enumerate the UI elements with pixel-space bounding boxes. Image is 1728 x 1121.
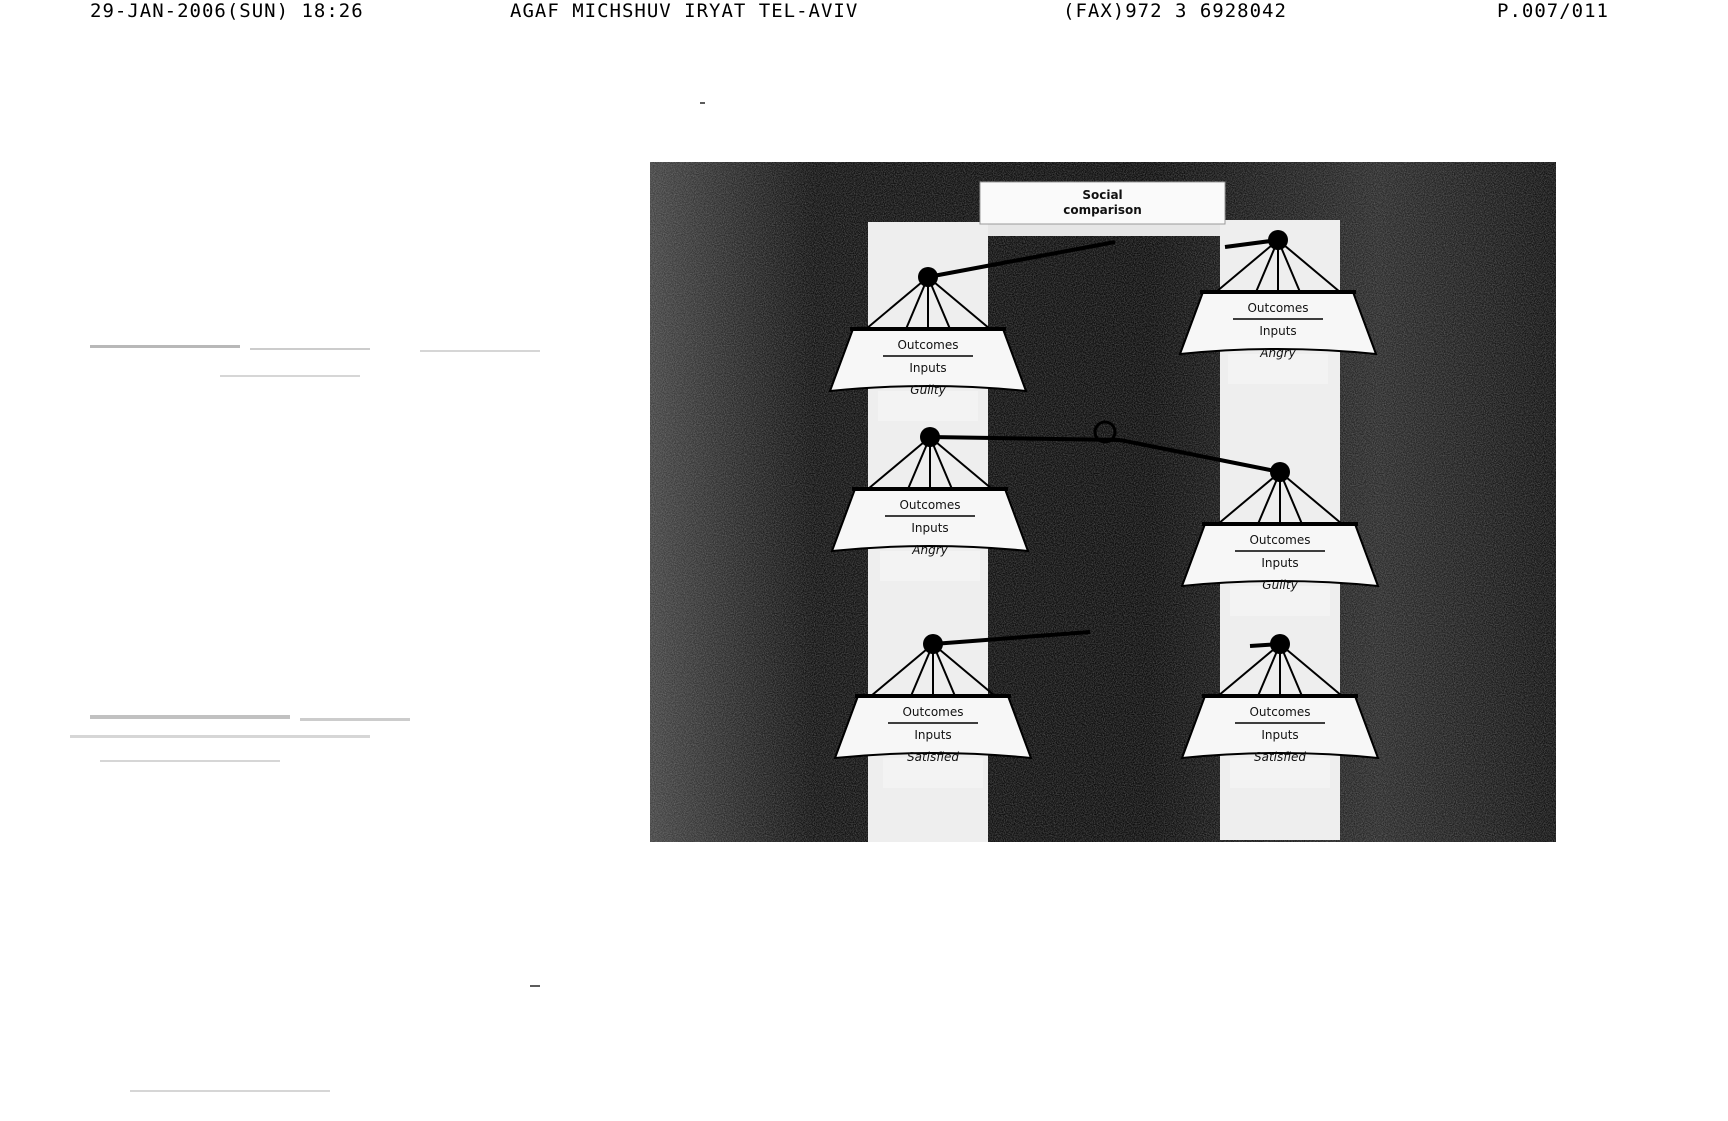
- scale-string: [865, 276, 929, 330]
- scale-pivot: [920, 427, 940, 447]
- scale-string: [1279, 471, 1343, 525]
- scale-inputs: Inputs: [1261, 556, 1299, 570]
- scale-state: Angry: [1260, 346, 1296, 360]
- scale-base: [1230, 758, 1330, 788]
- scale-left-2: [830, 427, 1030, 581]
- scale-string: [1215, 239, 1279, 293]
- scale-pan: [1180, 695, 1380, 760]
- scale-pivot: [1270, 634, 1290, 654]
- scale-state: Satisfied: [906, 750, 959, 764]
- fax-sender: AGAF MICHSHUV IRYAT TEL-AVIV: [510, 0, 859, 22]
- scale-inputs: Inputs: [914, 728, 952, 742]
- scale-string: [1217, 471, 1281, 525]
- scale-string: [870, 643, 934, 697]
- scale-state: Angry: [912, 543, 948, 557]
- scale-string: [929, 436, 993, 490]
- scale-state: Guilty: [1262, 578, 1298, 592]
- fax-page-number: P.007/011: [1497, 0, 1609, 22]
- scale-outcomes: Outcomes: [902, 705, 964, 719]
- scale-pivot: [923, 634, 943, 654]
- scale-inputs: Inputs: [911, 521, 949, 535]
- scale-inputs: Inputs: [1259, 324, 1297, 338]
- fax-number: (FAX)972 3 6928042: [1063, 0, 1287, 22]
- scale-string: [867, 436, 931, 490]
- scale-inputs: Inputs: [909, 361, 947, 375]
- scale-state: Satisfied: [1253, 750, 1306, 764]
- fax-header: 29-JAN-2006(SUN) 18:26 AGAF MICHSHUV IRY…: [0, 0, 1728, 24]
- scale-outcomes: Outcomes: [897, 338, 959, 352]
- scale-string: [1217, 643, 1281, 697]
- scale-outcomes: Outcomes: [1249, 533, 1311, 547]
- scale-string: [1277, 239, 1341, 293]
- scale-base: [1230, 586, 1330, 616]
- scale-inputs: Inputs: [1261, 728, 1299, 742]
- scale-right-3: [1180, 634, 1380, 788]
- figure-artwork: [650, 162, 1556, 842]
- scale-left-3: [833, 634, 1033, 788]
- scale-pan: [1180, 523, 1380, 588]
- scale-pan: [830, 488, 1030, 553]
- scale-pivot: [1268, 230, 1288, 250]
- scale-pan: [1178, 291, 1378, 356]
- scale-pan: [833, 695, 1033, 760]
- social-comparison-box: [979, 181, 1226, 225]
- scale-left-1: [828, 267, 1028, 421]
- scale-pivot: [1270, 462, 1290, 482]
- scale-string: [1279, 643, 1343, 697]
- scale-pivot: [918, 267, 938, 287]
- scale-outcomes: Outcomes: [899, 498, 961, 512]
- top-bridge: [868, 222, 988, 242]
- social-comparison-line2: comparison: [1063, 203, 1142, 217]
- scale-base: [878, 391, 978, 421]
- scale-base: [883, 758, 983, 788]
- scale-string: [932, 643, 996, 697]
- scale-outcomes: Outcomes: [1249, 705, 1311, 719]
- scale-string: [927, 276, 991, 330]
- scale-pan: [828, 328, 1028, 393]
- scale-state: Guilty: [910, 383, 946, 397]
- scale-base: [880, 551, 980, 581]
- scale-outcomes: Outcomes: [1247, 301, 1309, 315]
- scale-right-2: [1180, 462, 1380, 616]
- social-comparison-label: Social comparison: [990, 188, 1215, 218]
- scale-right-1: [1178, 230, 1378, 384]
- scale-base: [1228, 354, 1328, 384]
- social-comparison-line1: Social: [1082, 188, 1123, 202]
- fax-date-time: 29-JAN-2006(SUN) 18:26: [90, 0, 364, 22]
